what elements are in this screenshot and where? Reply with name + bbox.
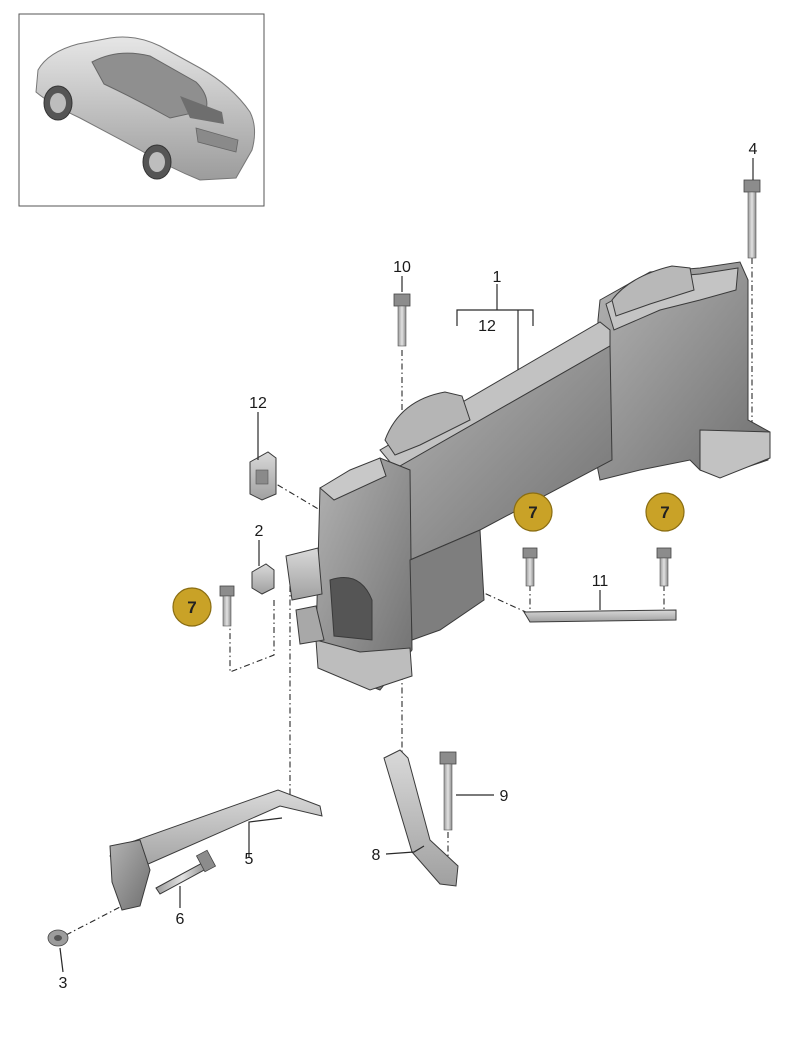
bolt-part-9: [439, 751, 457, 831]
callout-3: 3: [59, 975, 68, 992]
callout-6: 6: [176, 911, 185, 928]
bolt-part-7-mid: [522, 547, 538, 587]
main-carrier-part: [315, 261, 771, 691]
callout-4: 4: [749, 141, 758, 158]
strut-part-8: [383, 749, 459, 887]
nut-part-3: [47, 929, 69, 947]
badge-7-right-label: 7: [660, 503, 669, 522]
clip-part: [251, 563, 275, 595]
callout-10: 10: [393, 259, 411, 276]
badge-7-mid: 7: [513, 492, 553, 532]
callout-2: 2: [255, 523, 264, 540]
callout-11: 11: [592, 573, 609, 590]
bolt-part-10: [393, 293, 411, 347]
small-bracket-part: [249, 451, 277, 501]
lower-rod-part-5: [109, 789, 323, 911]
callout-leaders: [59, 158, 754, 973]
callout-12: 12: [249, 395, 267, 412]
car-thumbnail: [18, 13, 265, 207]
callout-12-bracket: 12: [478, 318, 496, 335]
bolt-part-7-right: [656, 547, 672, 587]
badge-7-right: 7: [645, 492, 685, 532]
badge-7-left-label: 7: [187, 598, 196, 617]
bolt-part-6: [155, 849, 217, 895]
car-thumbnail-icon: [35, 36, 256, 181]
callout-9: 9: [500, 788, 509, 805]
mounting-plate-part: [285, 547, 325, 645]
badge-7-mid-label: 7: [528, 503, 537, 522]
bolt-part-7-left: [219, 585, 235, 627]
callout-5: 5: [245, 851, 254, 868]
bolt-part-4: [743, 179, 761, 259]
callout-8: 8: [372, 847, 381, 864]
strut-part-11: [523, 609, 677, 623]
badge-7-left: 7: [172, 587, 212, 627]
callout-1: 1: [493, 269, 502, 286]
